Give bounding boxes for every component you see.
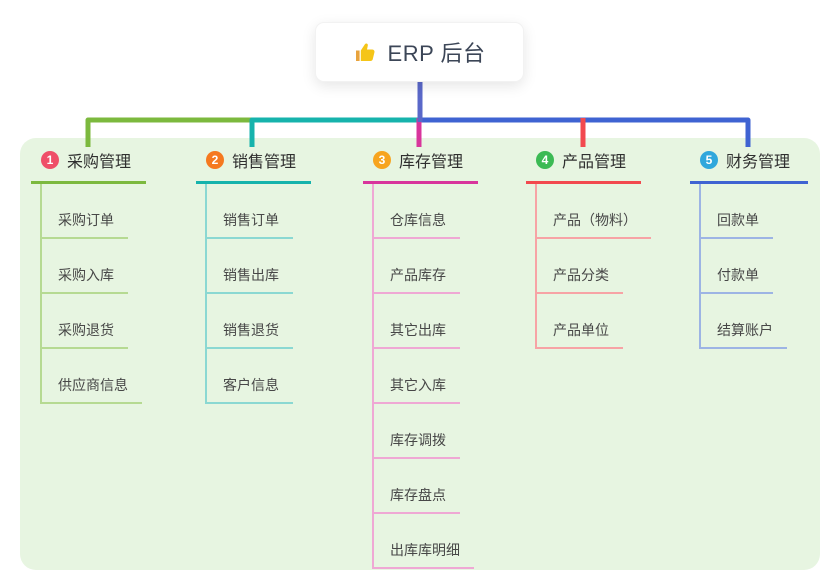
mindmap-node[interactable]: 销售订单 (205, 184, 311, 239)
branch-children: 产品（物料） 产品分类 产品单位 (535, 184, 651, 349)
mindmap-node[interactable]: 产品分类 (535, 239, 641, 294)
branch-product: 4 产品管理 产品（物料） 产品分类 产品单位 (526, 148, 651, 349)
branch-inventory: 3 库存管理 仓库信息 产品库存 其它出库 其它入库 库存调拨 库存盘点 出库库… (363, 148, 478, 569)
branch-children: 销售订单 销售出库 销售退货 客户信息 (205, 184, 311, 404)
branch-label: 采购管理 (67, 154, 132, 171)
mindmap-node[interactable]: 客户信息 (205, 349, 311, 404)
branch-label: 财务管理 (726, 154, 791, 171)
branch-number-badge: 3 (373, 151, 391, 169)
branch-header-sales[interactable]: 2 销售管理 (196, 148, 311, 184)
mindmap-node[interactable]: 销售出库 (205, 239, 311, 294)
mindmap-node[interactable]: 采购入库 (40, 239, 146, 294)
branch-sales: 2 销售管理 销售订单 销售出库 销售退货 客户信息 (196, 148, 311, 404)
thumbs-up-icon (354, 40, 378, 64)
branch-header-product[interactable]: 4 产品管理 (526, 148, 641, 184)
branch-label: 库存管理 (399, 154, 464, 171)
branch-finance: 5 财务管理 回款单 付款单 结算账户 (690, 148, 808, 349)
mindmap-node[interactable]: 库存盘点 (372, 459, 478, 514)
mindmap-node[interactable]: 其它出库 (372, 294, 478, 349)
branches-panel (20, 138, 820, 570)
mindmap-node[interactable]: 其它入库 (372, 349, 478, 404)
branch-header-finance[interactable]: 5 财务管理 (690, 148, 808, 184)
branch-label: 产品管理 (562, 154, 627, 171)
mindmap-node[interactable]: 采购订单 (40, 184, 146, 239)
branch-vline (699, 184, 701, 349)
mindmap-node[interactable]: 销售退货 (205, 294, 311, 349)
branch-children: 回款单 付款单 结算账户 (699, 184, 808, 349)
branch-header-purchase[interactable]: 1 采购管理 (31, 148, 146, 184)
branch-header-inventory[interactable]: 3 库存管理 (363, 148, 478, 184)
mindmap-node[interactable]: 产品库存 (372, 239, 478, 294)
mindmap-node[interactable]: 库存调拨 (372, 404, 478, 459)
mindmap-node[interactable]: 出库库明细 (372, 514, 478, 569)
mindmap-node[interactable]: 产品（物料） (535, 184, 651, 239)
mindmap-node[interactable]: 结算账户 (699, 294, 808, 349)
branch-number-badge: 5 (700, 151, 718, 169)
branch-children: 仓库信息 产品库存 其它出库 其它入库 库存调拨 库存盘点 出库库明细 (372, 184, 478, 569)
branch-label: 销售管理 (232, 154, 297, 171)
mindmap-node[interactable]: 仓库信息 (372, 184, 478, 239)
branch-vline (205, 184, 207, 404)
branch-vline (535, 184, 537, 349)
mindmap-node[interactable]: 产品单位 (535, 294, 641, 349)
branch-number-badge: 4 (536, 151, 554, 169)
mindmap-node[interactable]: 付款单 (699, 239, 808, 294)
branch-number-badge: 2 (206, 151, 224, 169)
branch-children: 采购订单 采购入库 采购退货 供应商信息 (40, 184, 146, 404)
branch-number-badge: 1 (41, 151, 59, 169)
mindmap-node[interactable]: 采购退货 (40, 294, 146, 349)
root-title: ERP 后台 (387, 41, 486, 66)
branch-vline (372, 184, 374, 569)
branch-purchase: 1 采购管理 采购订单 采购入库 采购退货 供应商信息 (31, 148, 146, 404)
root-node[interactable]: ERP 后台 (315, 22, 524, 82)
mindmap-node[interactable]: 供应商信息 (40, 349, 146, 404)
branch-vline (40, 184, 42, 404)
mindmap-node[interactable]: 回款单 (699, 184, 808, 239)
